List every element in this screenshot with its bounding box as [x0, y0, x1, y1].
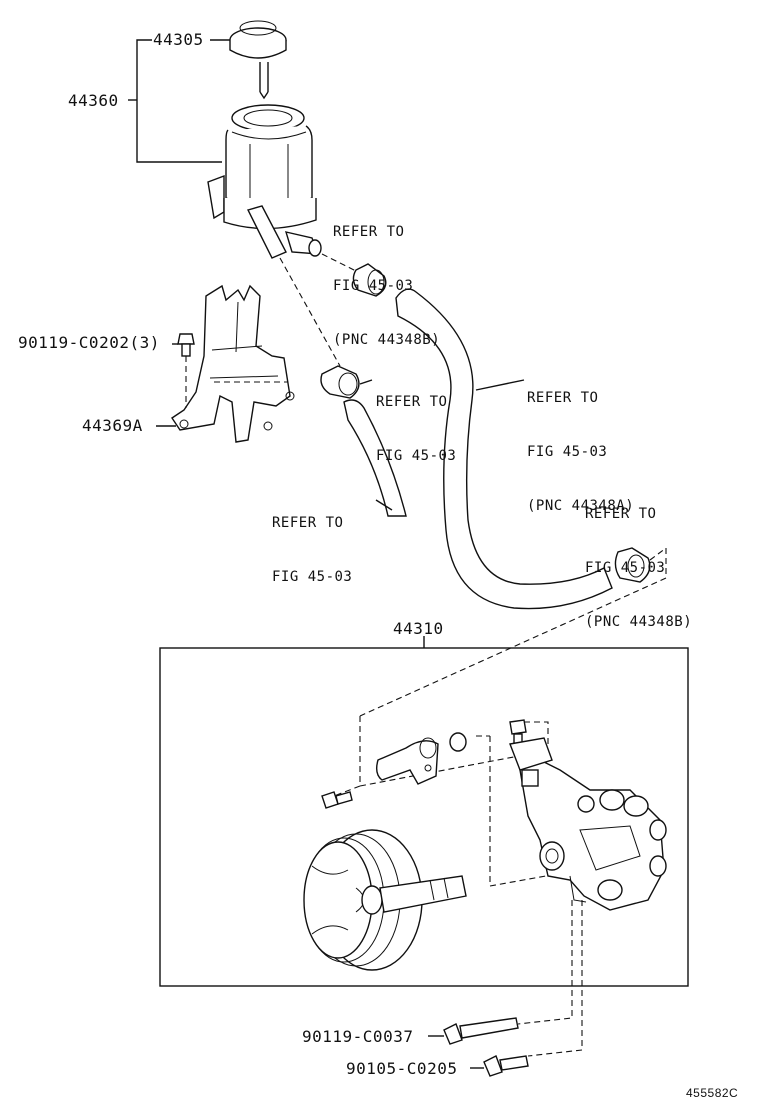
part-number-44360[interactable]: 44360: [68, 91, 119, 110]
refer-note-3-line1: REFER TO: [527, 390, 599, 406]
ref-leaders: [359, 379, 525, 511]
bracket-44369a: [171, 284, 295, 443]
pump-body: [509, 737, 667, 911]
leader-44305-44360: [128, 39, 236, 163]
refer-note-1[interactable]: REFER TO FIG 45-03 (PNC 44348B): [333, 187, 440, 367]
reservoir-cap: [229, 20, 287, 100]
part-number-44305[interactable]: 44305: [153, 30, 204, 49]
hose-clamp-lower: [359, 547, 667, 717]
hose-clamp-middle: [320, 365, 360, 399]
return-hose-short: [343, 399, 407, 517]
refer-note-3[interactable]: REFER TO FIG 45-03 (PNC 44348A): [527, 353, 634, 533]
refer-note-4-line1: REFER TO: [272, 515, 344, 531]
bolt-90119-c0202: [172, 333, 195, 357]
small-bolt-union: [321, 791, 353, 809]
refer-note-3-line2: FIG 45-03: [527, 444, 608, 460]
part-number-90119-c0037[interactable]: 90119-C0037: [302, 1027, 414, 1046]
refer-note-5-line3: (PNC 44348B): [585, 614, 693, 630]
pump-assembly-box: [159, 636, 689, 987]
part-number-44310[interactable]: 44310: [393, 619, 444, 638]
refer-note-4[interactable]: REFER TO FIG 45-03: [272, 478, 352, 604]
part-number-44369a[interactable]: 44369A: [82, 416, 143, 435]
refer-note-1-line1: REFER TO: [333, 224, 405, 240]
part-number-90119-c0202[interactable]: 90119-C0202(3): [18, 333, 160, 352]
refer-note-5[interactable]: REFER TO FIG 45-03 (PNC 44348B): [585, 469, 692, 649]
dashed-routes-box: [333, 716, 569, 887]
refer-note-4-line2: FIG 45-03: [272, 569, 353, 585]
hose-clamp-upper: [352, 263, 387, 297]
bolt-90105-c0205: [470, 1055, 529, 1077]
part-number-90105-c0205[interactable]: 90105-C0205: [346, 1059, 458, 1078]
refer-note-1-line2: FIG 45-03: [333, 278, 414, 294]
dashed-routes-bolts: [517, 900, 583, 1057]
refer-note-3-line3: (PNC 44348A): [527, 498, 635, 514]
dashed-routes-upper: [279, 253, 359, 367]
refer-note-1-line3: (PNC 44348B): [333, 332, 441, 348]
refer-note-5-line2: FIG 45-03: [585, 560, 666, 576]
refer-note-2-line2: FIG 45-03: [376, 448, 457, 464]
refer-note-2-line1: REFER TO: [376, 394, 448, 410]
refer-note-5-line1: REFER TO: [585, 506, 657, 522]
illustration-id: 455582C: [686, 1086, 739, 1100]
o-ring: [449, 732, 467, 752]
supply-hose: [395, 288, 613, 610]
reservoir-tank: [207, 104, 322, 259]
pulley: [303, 829, 467, 971]
refer-note-2[interactable]: REFER TO FIG 45-03: [376, 357, 456, 483]
small-bolt-pump-top: [509, 719, 527, 745]
pump-union-fitting: [375, 737, 439, 785]
bolt-90119-c0037: [428, 1017, 519, 1045]
